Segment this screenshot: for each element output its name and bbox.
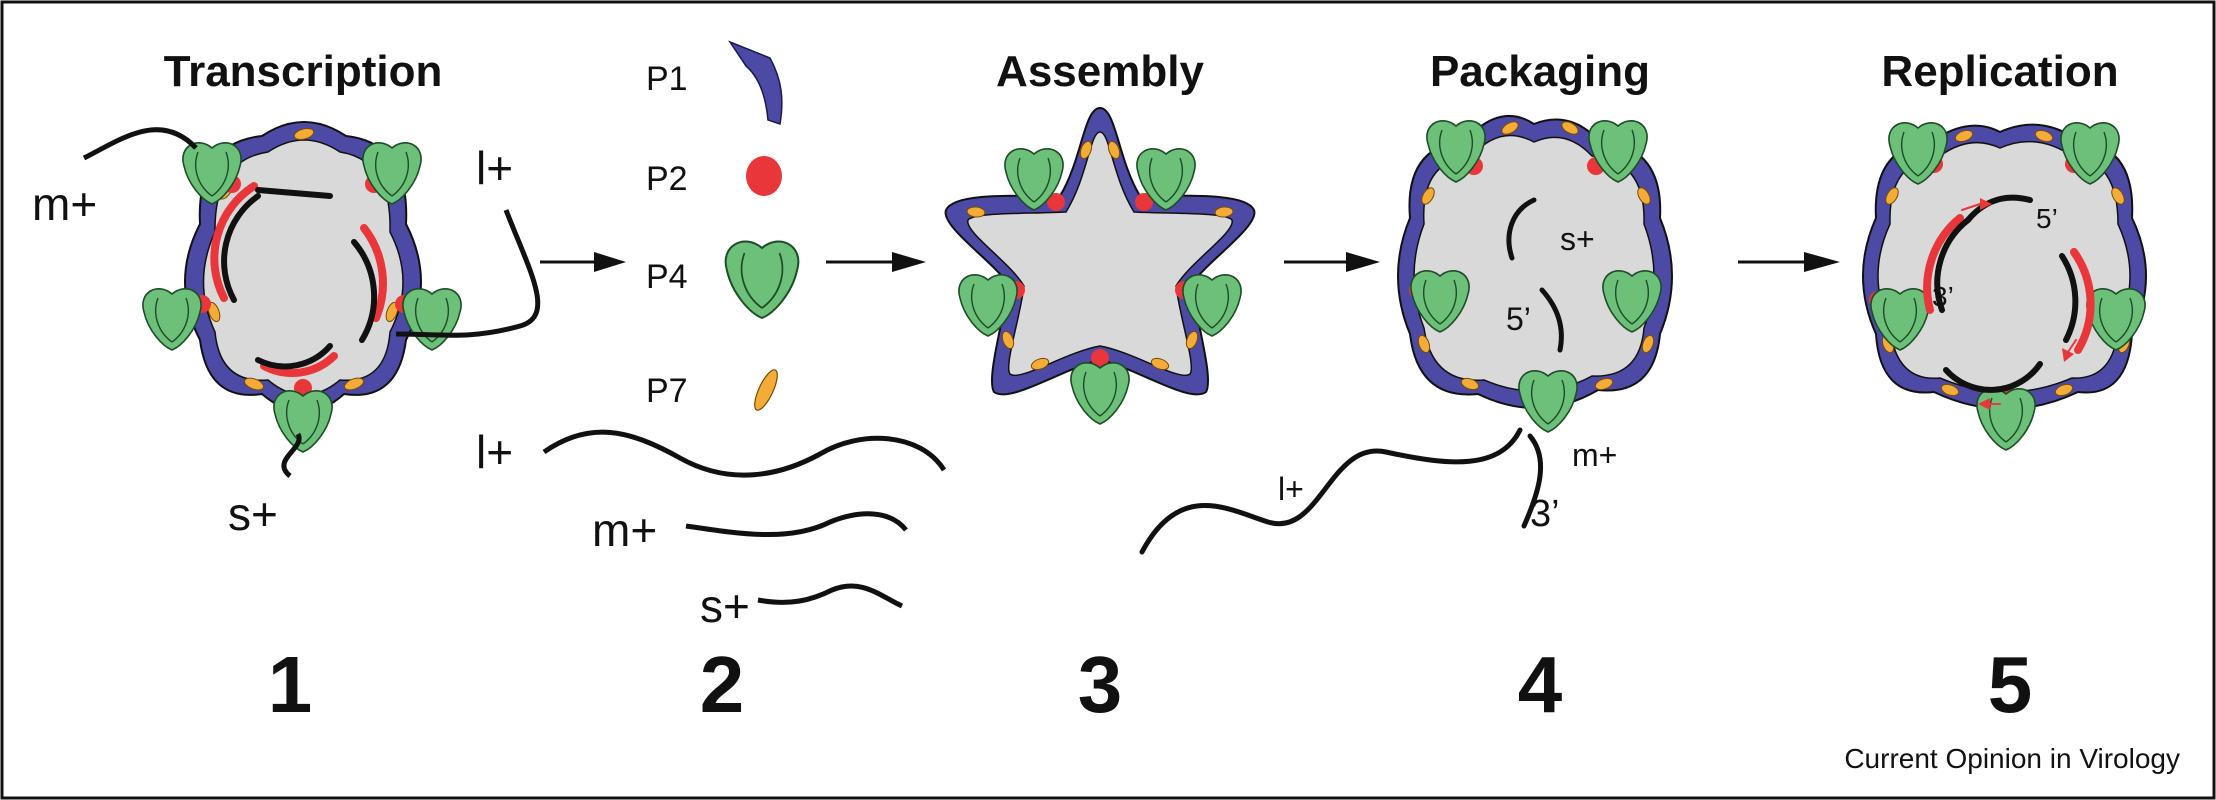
genome-segments — [210, 182, 387, 377]
label-m-plus: m+ — [1572, 437, 1617, 473]
label-m-plus: m+ — [32, 178, 97, 230]
label-l-plus: l+ — [476, 142, 513, 194]
legend-label-p4: P4 — [646, 258, 688, 296]
label-l-plus: l+ — [476, 426, 513, 478]
p7-icon — [754, 369, 778, 411]
stage-number-2: 2 — [700, 640, 745, 729]
capsid-interior — [967, 131, 1233, 377]
procapsid-transcription — [142, 121, 462, 453]
journal-credit: Current Opinion in Virology — [1844, 743, 2180, 774]
label-five-prime: 5’ — [1506, 301, 1531, 337]
p1-icon — [728, 40, 783, 125]
arrow-1-to-2 — [540, 252, 626, 272]
legend-label-p2: P2 — [646, 160, 688, 198]
stage-title-replication: Replication — [1881, 47, 2118, 96]
arrow-3-to-4 — [1284, 252, 1380, 272]
stage-number-5: 5 — [1988, 640, 2033, 729]
label-three-prime: 3’ — [1932, 281, 1954, 312]
procapsid-assembly — [944, 106, 1256, 425]
p7-proteins — [966, 140, 1234, 371]
protein-legend: P1 P2 P4 P7 — [646, 40, 800, 411]
label-five-prime: 5’ — [2036, 203, 2058, 234]
stage-number-3: 3 — [1078, 640, 1123, 729]
free-transcripts — [542, 429, 947, 609]
capsid-interior — [202, 139, 404, 396]
stage-title-assembly: Assembly — [996, 47, 1204, 96]
stage-number-4: 4 — [1518, 640, 1563, 729]
replicating-segments — [1923, 194, 2095, 410]
legend-label-p7: P7 — [646, 372, 688, 410]
stage-title-packaging: Packaging — [1430, 47, 1650, 96]
label-s-plus: s+ — [1560, 221, 1595, 257]
transcripts-exiting — [82, 127, 541, 478]
label-s-plus: s+ — [700, 580, 750, 632]
stage-title-transcription: Transcription — [164, 47, 443, 96]
label-s-plus: s+ — [228, 488, 278, 540]
arrow-2-to-3 — [826, 252, 926, 272]
p2-icon — [746, 156, 782, 196]
packaged-segments — [1139, 197, 1564, 555]
p7-proteins — [1417, 121, 1655, 391]
procapsid-packaging — [1397, 115, 1673, 433]
label-m-plus: m+ — [592, 504, 657, 556]
procapsid-replication — [1862, 122, 2147, 451]
legend-label-p1: P1 — [646, 60, 688, 98]
label-l-plus: l+ — [1278, 471, 1304, 507]
label-three-prime: 3’ — [1530, 493, 1560, 535]
stage-number-1: 1 — [268, 640, 313, 729]
arrow-4-to-5 — [1738, 252, 1840, 272]
